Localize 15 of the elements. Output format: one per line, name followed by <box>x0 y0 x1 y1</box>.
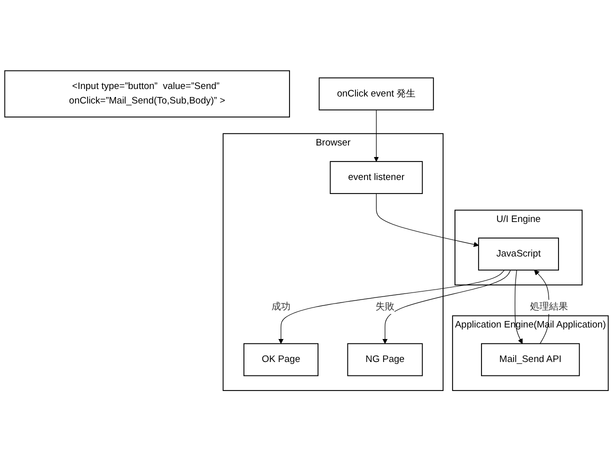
arrow <box>278 270 505 344</box>
edge-label: 成功 <box>271 302 290 312</box>
node-box: JavaScript <box>478 238 559 271</box>
arrow <box>374 110 379 162</box>
node-box: Mail_Send API <box>481 344 580 376</box>
node-box: OK Page <box>243 344 318 376</box>
arrow <box>514 270 523 344</box>
edge-label: 処理結果 <box>530 302 568 312</box>
node-box: <Input type=”button” value=”Send” onClick=”Mail_Send(To,Sub,Body)” > <box>4 70 290 118</box>
edge-label: 失敗 <box>376 302 395 312</box>
arrow <box>376 194 479 248</box>
node-box: onClick event 発生 <box>318 78 434 111</box>
node-box: event listener <box>330 161 423 194</box>
arrow <box>382 270 511 344</box>
node-box: NG Page <box>347 344 423 376</box>
